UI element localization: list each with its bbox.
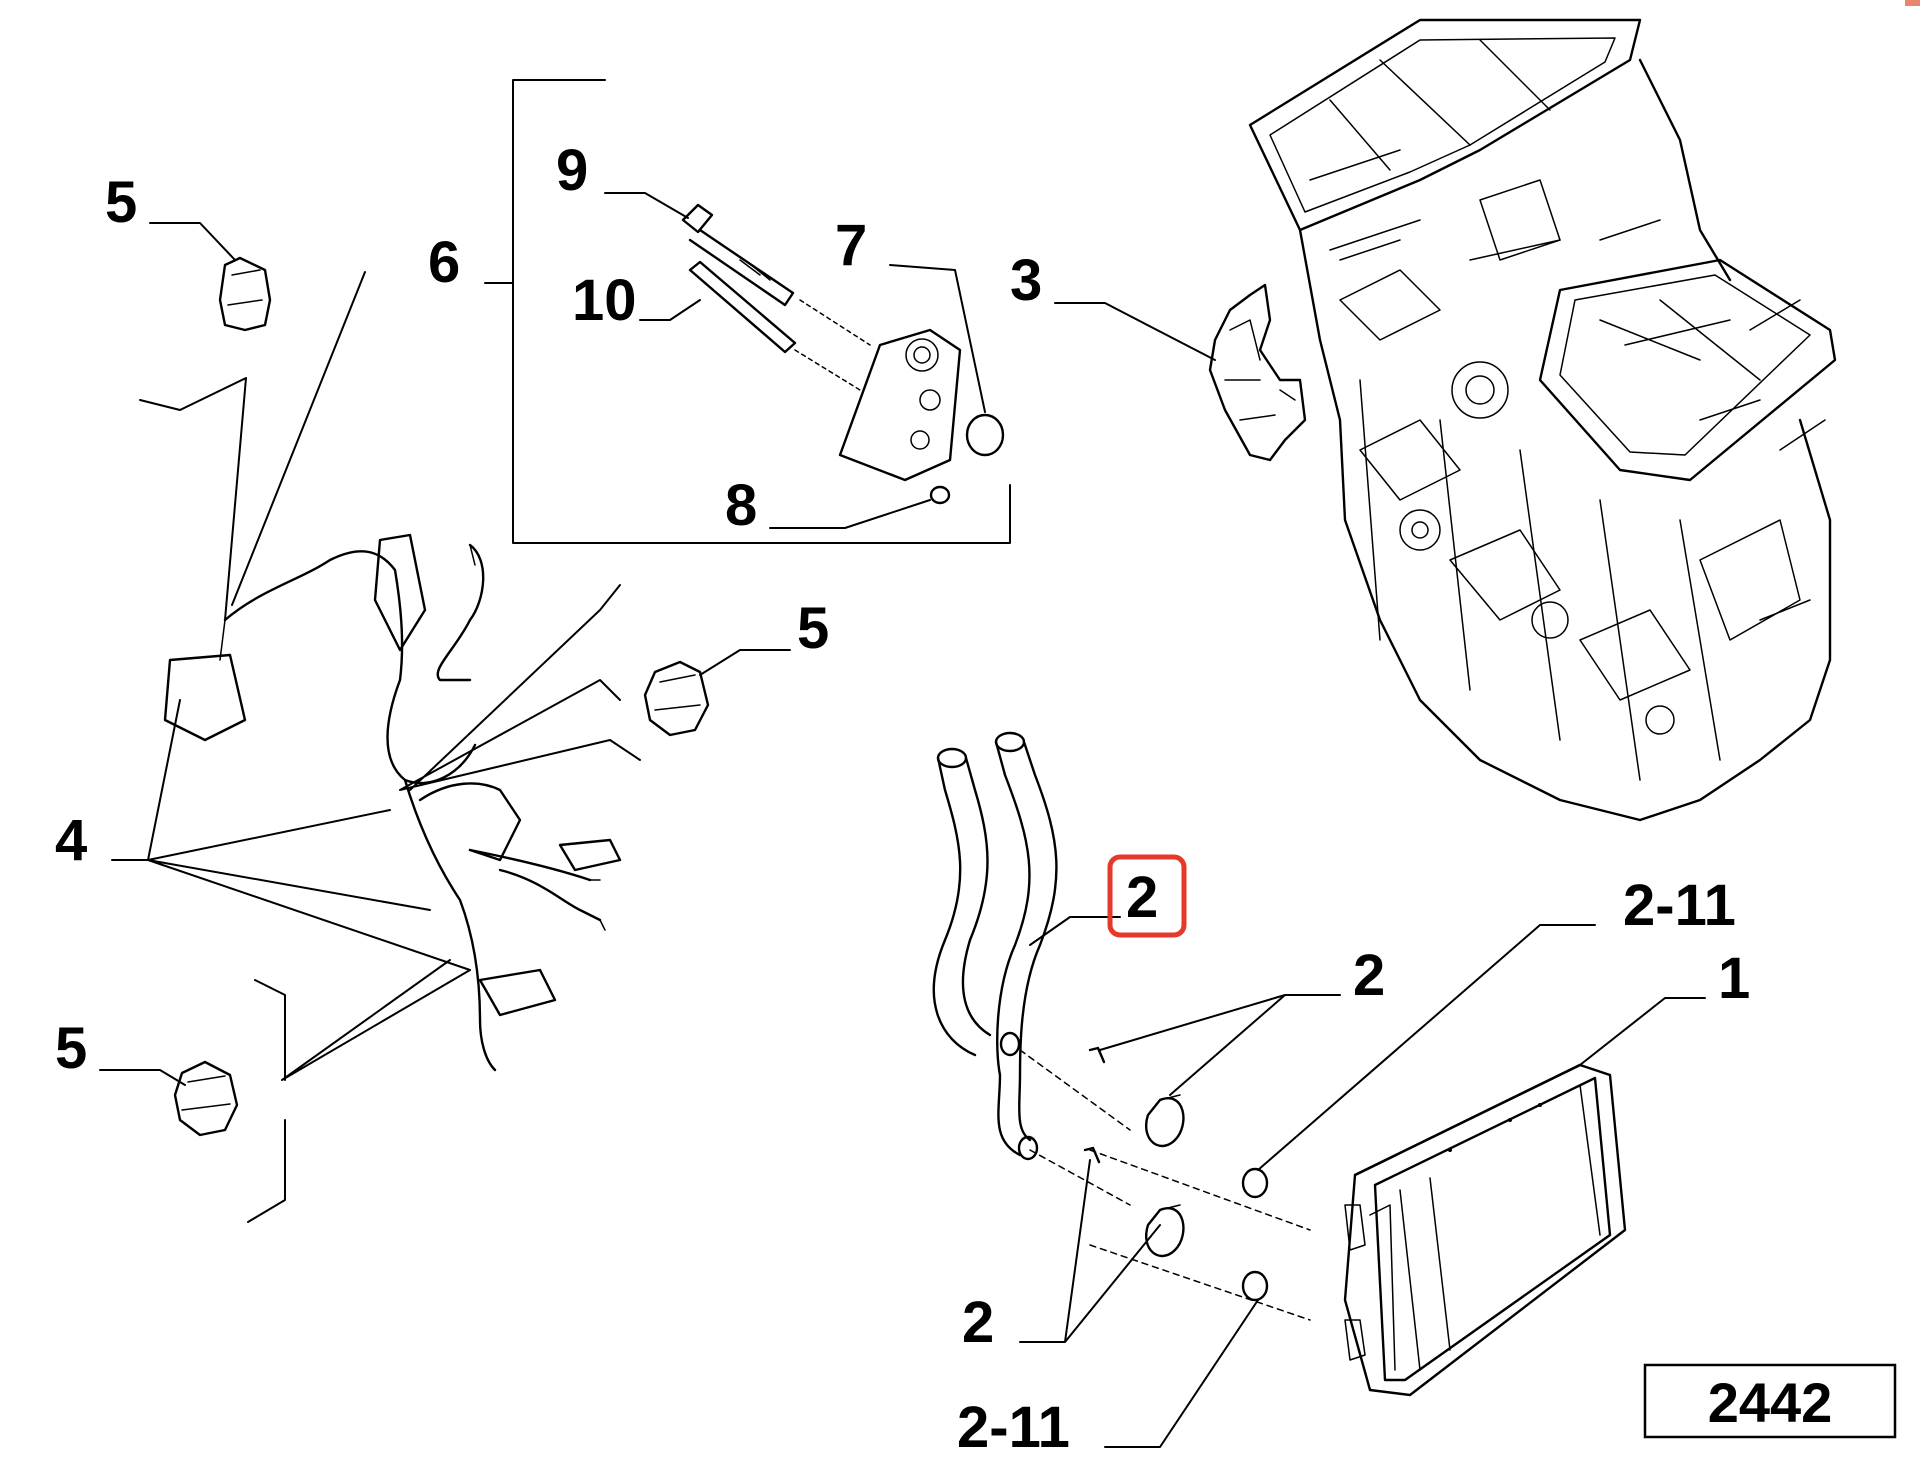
label-10: 10 — [572, 268, 637, 333]
leader-2-11-lower — [1104, 1299, 1259, 1448]
leader-1 — [1579, 997, 1706, 1066]
bracket-part-3 — [1208, 283, 1307, 462]
label-3: 3 — [1010, 248, 1042, 313]
leader-2-upper — [1099, 994, 1341, 1096]
label-5-right: 5 — [797, 596, 829, 661]
leader-5-right — [699, 649, 791, 676]
screw-part-9 — [681, 203, 795, 307]
expansion-valve — [838, 328, 962, 482]
corner-mark — [1905, 0, 1920, 6]
label-1: 1 — [1718, 946, 1750, 1011]
clip-part-5-top — [218, 256, 272, 332]
clip-part-5-right — [643, 660, 710, 737]
label-2-lower: 2 — [962, 1290, 994, 1355]
seal-lower — [1241, 1270, 1269, 1302]
leader-10 — [639, 299, 701, 321]
label-2-upper: 2 — [1353, 943, 1385, 1008]
pin-part-10 — [688, 260, 797, 354]
label-2-11-lower: 2-11 — [957, 1395, 1070, 1460]
figure-number-box — [1643, 1363, 1897, 1439]
label-2-highlight: 2 — [1126, 865, 1158, 930]
oring-part-7 — [965, 413, 1005, 457]
highlight-box — [1107, 854, 1187, 938]
label-5-bottom: 5 — [55, 1016, 87, 1081]
leader-8 — [769, 499, 931, 529]
label-4: 4 — [55, 808, 87, 873]
label-8: 8 — [725, 473, 757, 538]
lower-bracket-lines — [247, 979, 286, 1223]
leader-4 — [111, 699, 471, 1081]
leader-5-top — [149, 222, 236, 261]
label-7: 7 — [835, 213, 867, 278]
leader-2-11-upper — [1257, 924, 1596, 1171]
harness-leader-lines — [139, 271, 641, 791]
leader-3 — [1054, 302, 1216, 361]
label-9: 9 — [556, 138, 588, 203]
figure-number: 2442 — [1708, 1371, 1833, 1434]
leader-7 — [889, 264, 986, 413]
seal-upper — [1241, 1167, 1269, 1199]
leader-2-lower — [1019, 1159, 1161, 1343]
clip-part-5-bottom — [173, 1060, 239, 1137]
label-6: 6 — [428, 230, 460, 295]
heater-pipes — [932, 731, 1058, 1161]
label-5-top: 5 — [105, 170, 137, 235]
leader-5-bottom — [99, 1069, 186, 1086]
hvac-housing — [1248, 18, 1837, 822]
leader-2-highlight — [1029, 916, 1121, 946]
heater-core-part-1 — [1343, 1063, 1627, 1397]
label-2-11-upper: 2-11 — [1623, 873, 1736, 938]
leader-9 — [604, 192, 689, 219]
group-6-bracket — [512, 79, 1011, 544]
oring-part-8 — [929, 485, 951, 505]
clamp-lower — [1083, 1146, 1185, 1257]
wiring-harness-part-4 — [163, 533, 622, 1072]
clamp-upper — [1088, 1046, 1185, 1147]
